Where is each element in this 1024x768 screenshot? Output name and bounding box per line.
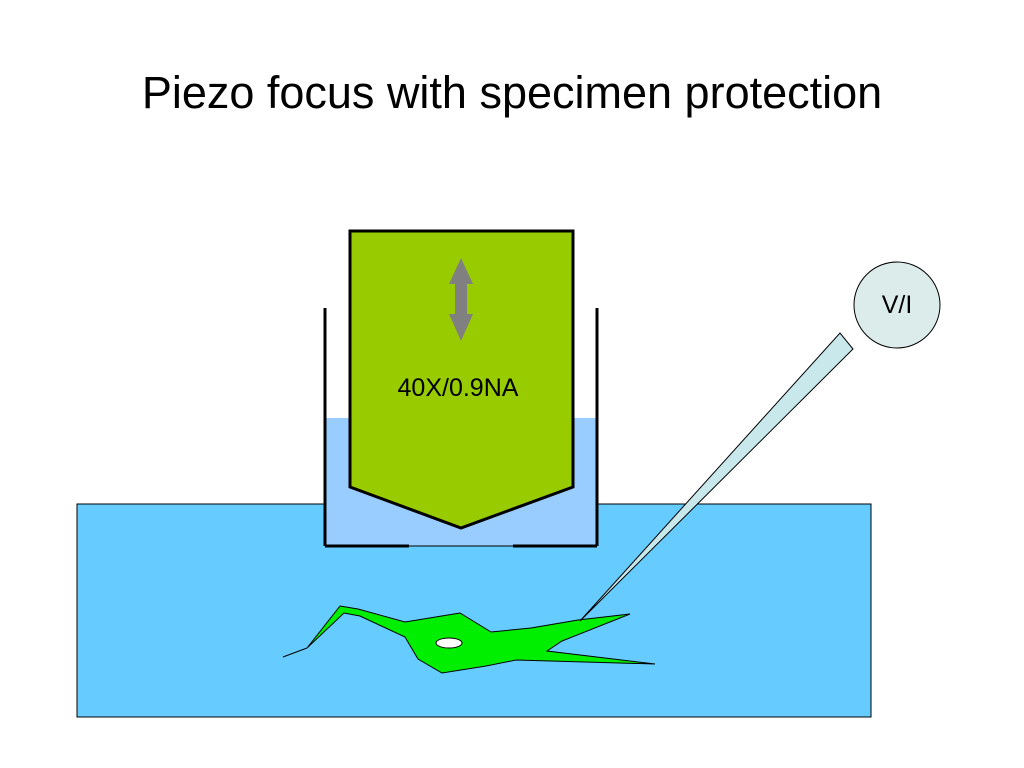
recording-pipette bbox=[579, 332, 854, 622]
neuron-nucleus bbox=[435, 637, 463, 649]
neuron-axon-tail bbox=[282, 647, 308, 658]
vi-label: V/I bbox=[882, 291, 913, 319]
slide-title: Piezo focus with specimen protection bbox=[141, 67, 883, 118]
protection-chamber bbox=[323, 308, 599, 548]
double-arrow-icon bbox=[449, 258, 473, 341]
neuron-body bbox=[306, 605, 656, 674]
objective-lens bbox=[348, 229, 575, 530]
vi-amplifier-circle bbox=[853, 261, 941, 349]
objective-label: 40X/0.9NA bbox=[398, 374, 519, 402]
neuron bbox=[282, 605, 656, 674]
